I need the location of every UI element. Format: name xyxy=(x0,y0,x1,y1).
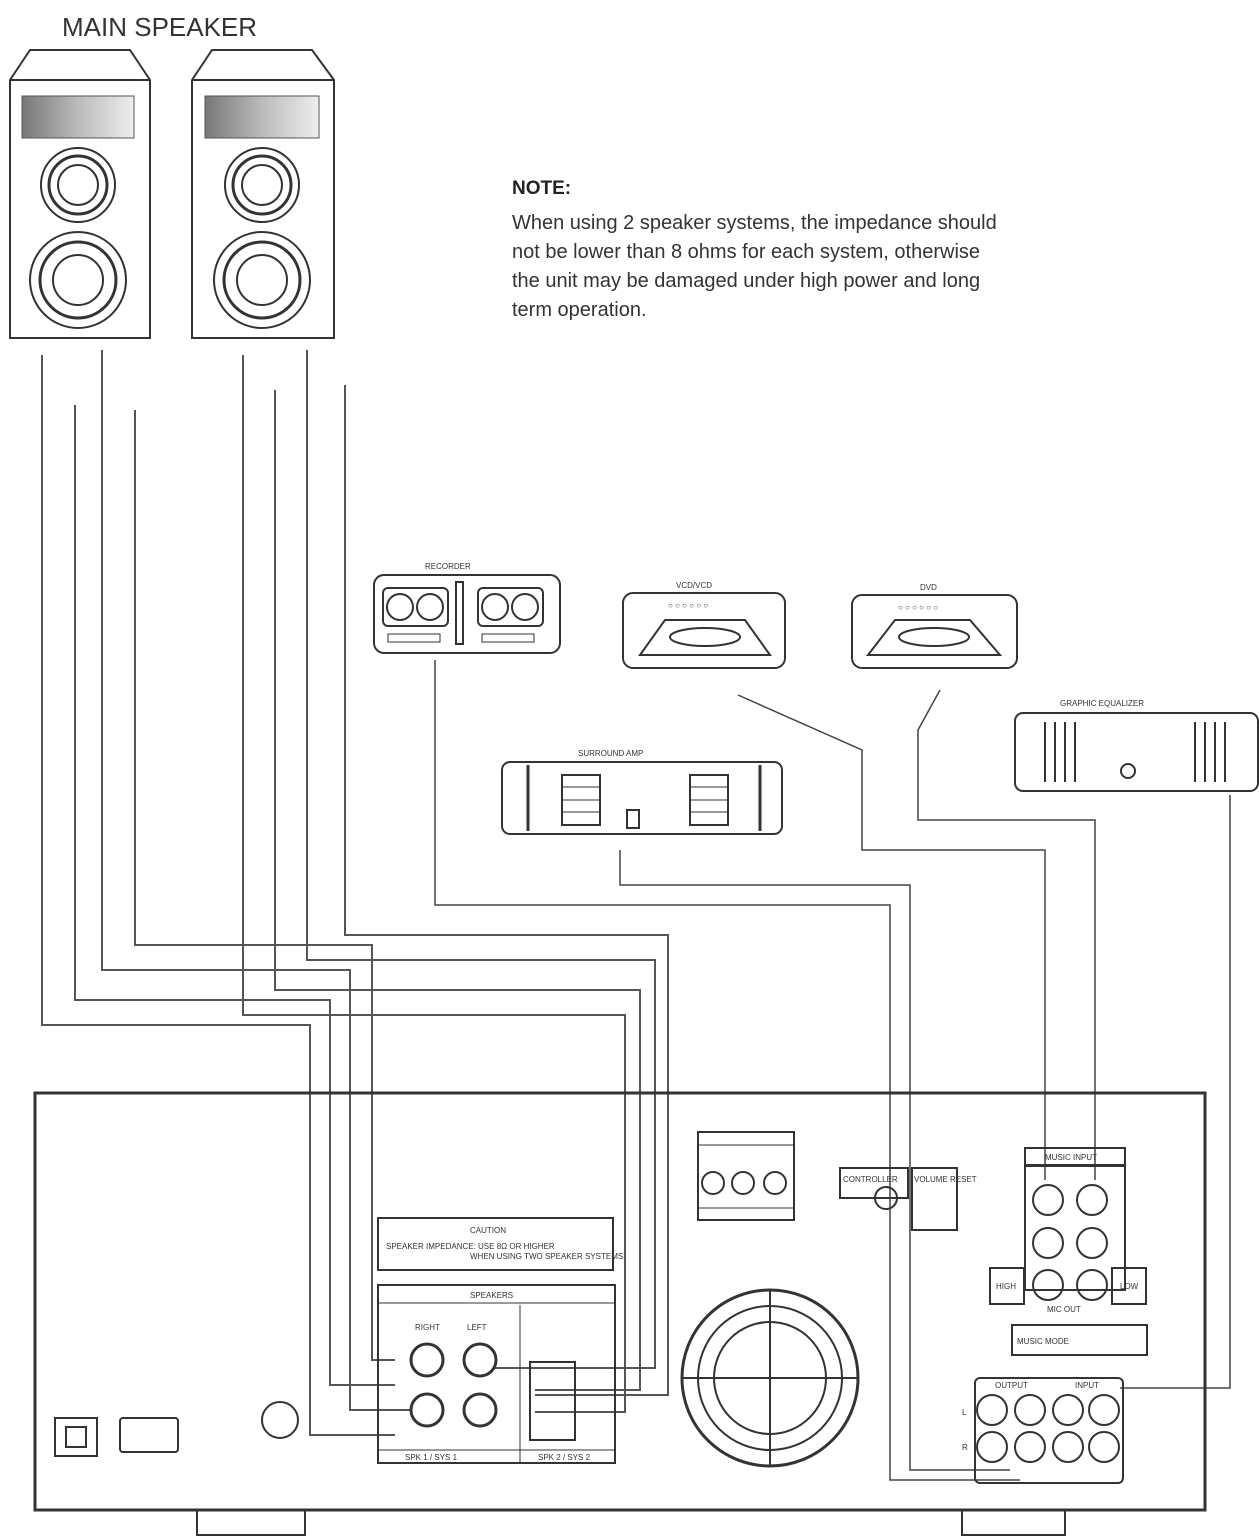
output-label: OUTPUT xyxy=(995,1381,1028,1390)
graphic-equalizer: GRAPHIC EQUALIZER xyxy=(1014,699,1259,792)
left-main-speaker xyxy=(9,49,151,339)
svg-text:○ ○ ○ ○ ○ ○: ○ ○ ○ ○ ○ ○ xyxy=(898,603,938,612)
graphic-eq-label: GRAPHIC EQUALIZER xyxy=(1060,699,1144,708)
device-wires xyxy=(434,660,1231,1481)
controller-label: CONTROLLER xyxy=(843,1175,898,1184)
input-label: INPUT xyxy=(1075,1381,1099,1390)
music-mode-label: MUSIC MODE xyxy=(1017,1337,1069,1346)
recorder-device: RECORDER xyxy=(373,562,561,654)
note-line-1: When using 2 speaker systems, the impeda… xyxy=(512,212,997,234)
channel-l-label: L xyxy=(962,1408,967,1417)
vcd-label: VCD/VCD xyxy=(676,581,712,590)
spk-a-label: SPK 1 / SYS 1 xyxy=(405,1453,458,1462)
mic-out-label: MIC OUT xyxy=(1047,1305,1081,1314)
surround-amp: SURROUND AMP xyxy=(501,749,783,835)
note-line-4: term operation. xyxy=(512,299,647,321)
surround-amp-label: SURROUND AMP xyxy=(578,749,643,758)
note-line-2: not be lower than 8 ohms for each system… xyxy=(512,241,980,263)
svg-text:○ ○ ○ ○ ○ ○: ○ ○ ○ ○ ○ ○ xyxy=(668,601,708,610)
note-line-3: the unit may be damaged under high power… xyxy=(512,270,980,292)
channel-r-label: R xyxy=(962,1443,968,1452)
low-label: LOW xyxy=(1120,1282,1139,1291)
caution-title: CAUTION xyxy=(470,1226,506,1235)
note-title: NOTE: xyxy=(512,178,571,199)
volume-label: VOLUME RESET xyxy=(914,1175,977,1184)
recorder-label: RECORDER xyxy=(425,562,471,571)
right-label: RIGHT xyxy=(415,1323,440,1332)
vcd-player: VCD/VCD ○ ○ ○ ○ ○ ○ xyxy=(622,581,786,669)
speaker-wires xyxy=(41,350,669,1436)
dvd-player: DVD ○ ○ ○ ○ ○ ○ xyxy=(851,583,1018,669)
left-label: LEFT xyxy=(467,1323,487,1332)
dvd-label: DVD xyxy=(920,583,937,592)
caution-text-1: SPEAKER IMPEDANCE: USE 8Ω OR HIGHER xyxy=(386,1242,555,1251)
speakers-title: MAIN SPEAKER xyxy=(62,12,257,42)
music-input-label: MUSIC INPUT xyxy=(1045,1153,1097,1162)
amplifier-rear-panel: CAUTION SPEAKER IMPEDANCE: USE 8Ω OR HIG… xyxy=(33,1091,1207,1536)
high-label: HIGH xyxy=(996,1282,1016,1291)
impedance-note: NOTE: When using 2 speaker systems, the … xyxy=(512,178,997,321)
caution-text-2: WHEN USING TWO SPEAKER SYSTEMS xyxy=(470,1252,623,1261)
right-main-speaker xyxy=(191,49,335,339)
spk-b-label: SPK 2 / SYS 2 xyxy=(538,1453,591,1462)
speakers-label: SPEAKERS xyxy=(470,1291,513,1300)
